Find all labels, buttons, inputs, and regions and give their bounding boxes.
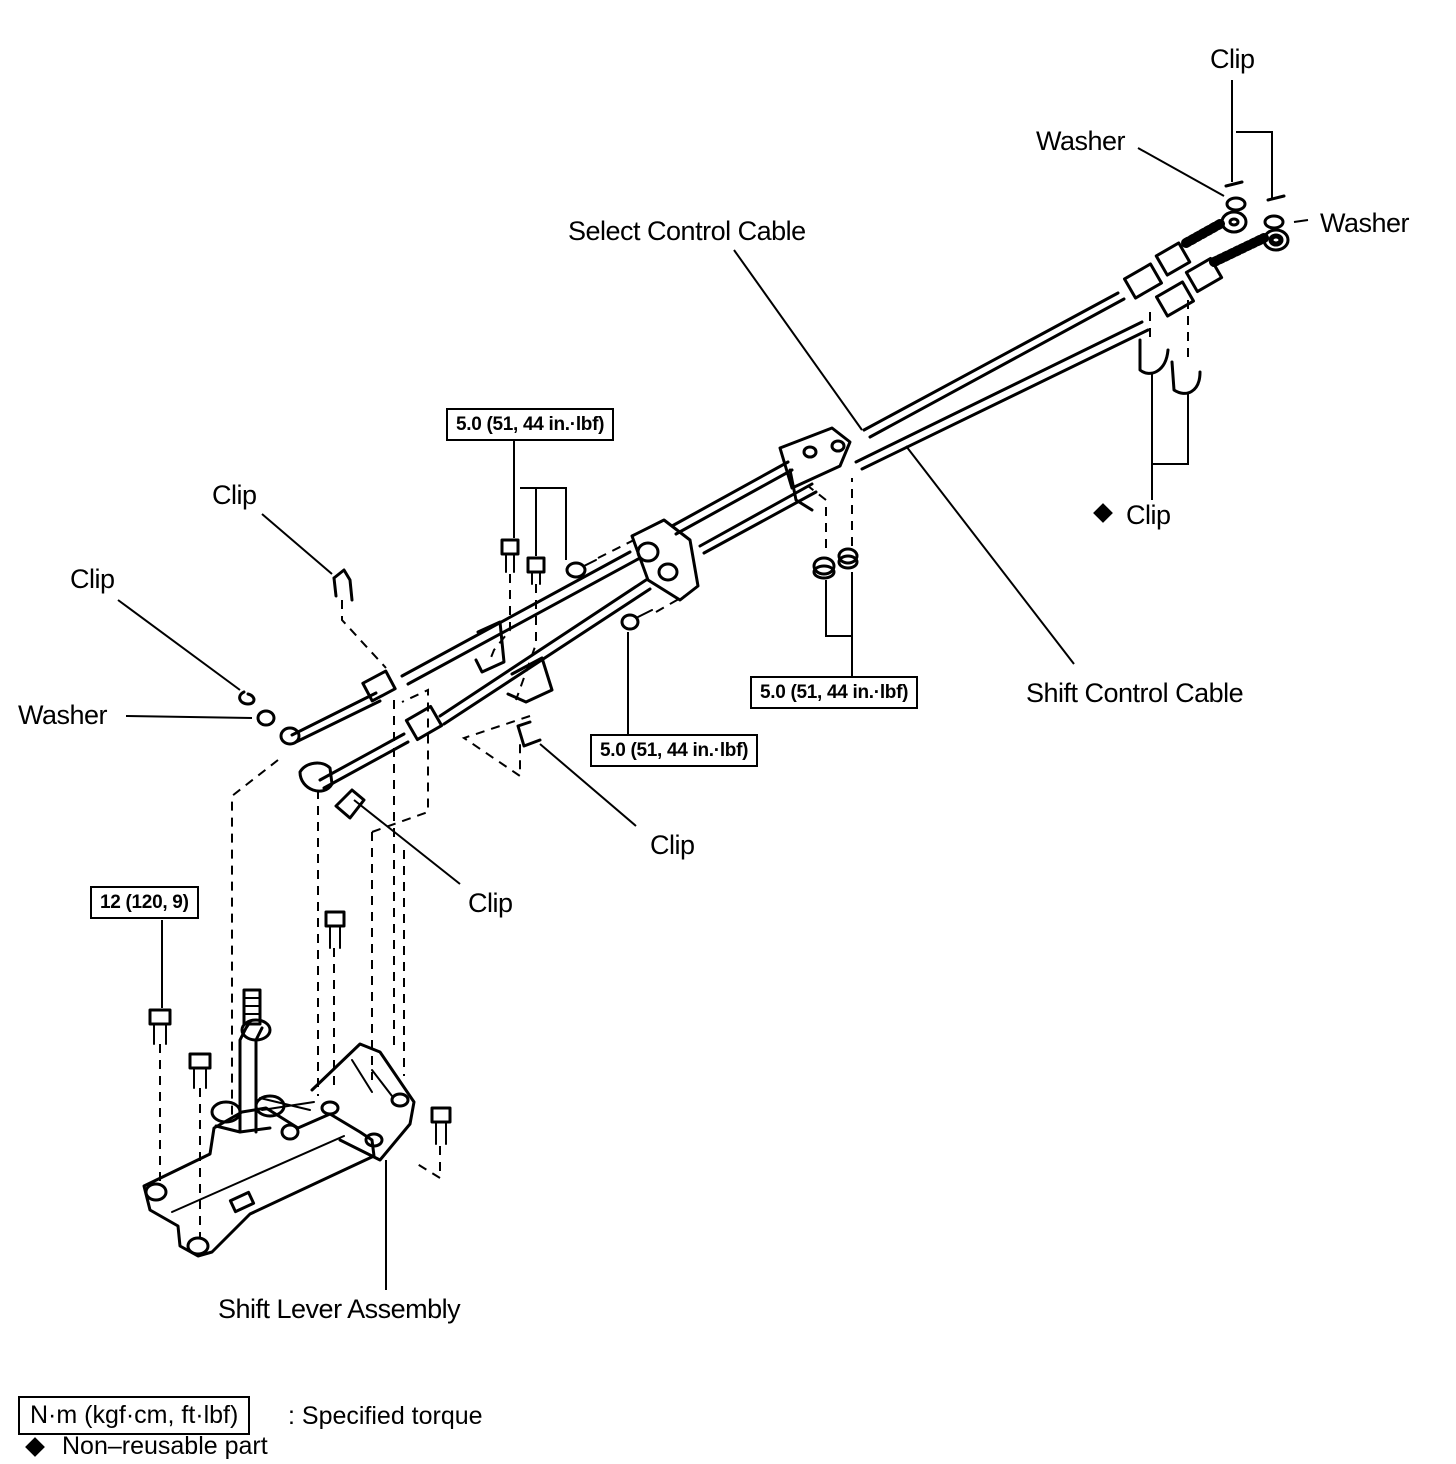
select-control-cable — [279, 210, 1248, 746]
shift-control-cable — [298, 228, 1290, 793]
torque-box-shift-lever-bolts: 12 (120, 9) — [90, 886, 199, 919]
clip-shape-right-1 — [1138, 338, 1170, 375]
right-nuts — [812, 547, 859, 580]
washer-shape-top-2 — [1263, 214, 1285, 230]
label-clip-top: Clip — [1210, 44, 1255, 74]
legend-torque-description: : Specified torque — [288, 1402, 483, 1430]
torque-box-lower-bolt: 5.0 (51, 44 in.·lbf) — [590, 734, 759, 767]
clip-shape-top-1 — [1224, 180, 1244, 188]
torque-box-right-nuts: 5.0 (51, 44 in.·lbf) — [750, 676, 919, 709]
clip-shape-mid-right — [516, 720, 542, 748]
label-shift-control-cable: Shift Control Cable — [1026, 678, 1244, 708]
clip-shape-top-2 — [1266, 194, 1286, 202]
legend-nonreusable-description: Non–reusable part — [62, 1432, 268, 1460]
washer-shape-left — [256, 709, 276, 727]
cable-bracket-right — [778, 426, 852, 512]
label-washer-top-left: Washer — [1036, 126, 1126, 156]
washer-shape-top-1 — [1225, 196, 1247, 212]
assembly-lines — [159, 300, 1189, 1238]
label-clip-right: Clip — [1126, 500, 1171, 530]
torque-box-bracket-bolts: 5.0 (51, 44 in.·lbf) — [446, 408, 615, 441]
clip-shape-upper-left — [332, 568, 354, 602]
cable-bracket-center — [630, 518, 700, 602]
label-clip-mid: Clip — [468, 888, 513, 918]
label-clip-left: Clip — [70, 564, 115, 594]
clip-shape-right-2 — [1170, 360, 1202, 395]
clip-shape-mid — [334, 788, 366, 820]
shift-lever-assembly-drawing — [142, 988, 416, 1258]
label-washer-top-right: Washer — [1320, 208, 1410, 238]
shift-lever-bolts — [148, 910, 452, 1145]
cable-bracket-left — [474, 620, 554, 704]
legend-torque-unit-box: N·m (kgf·cm, ft·lbf) — [18, 1396, 251, 1435]
label-shift-lever-assembly: Shift Lever Assembly — [218, 1294, 461, 1324]
label-washer-left: Washer — [18, 700, 108, 730]
label-clip-mid-right: Clip — [650, 830, 695, 860]
label-clip-upper-left: Clip — [212, 480, 257, 510]
label-select-control-cable: Select Control Cable — [568, 216, 806, 246]
clip-shape-left — [238, 690, 256, 706]
bracket-bolts — [500, 538, 653, 631]
leader-lines — [117, 80, 1309, 1290]
